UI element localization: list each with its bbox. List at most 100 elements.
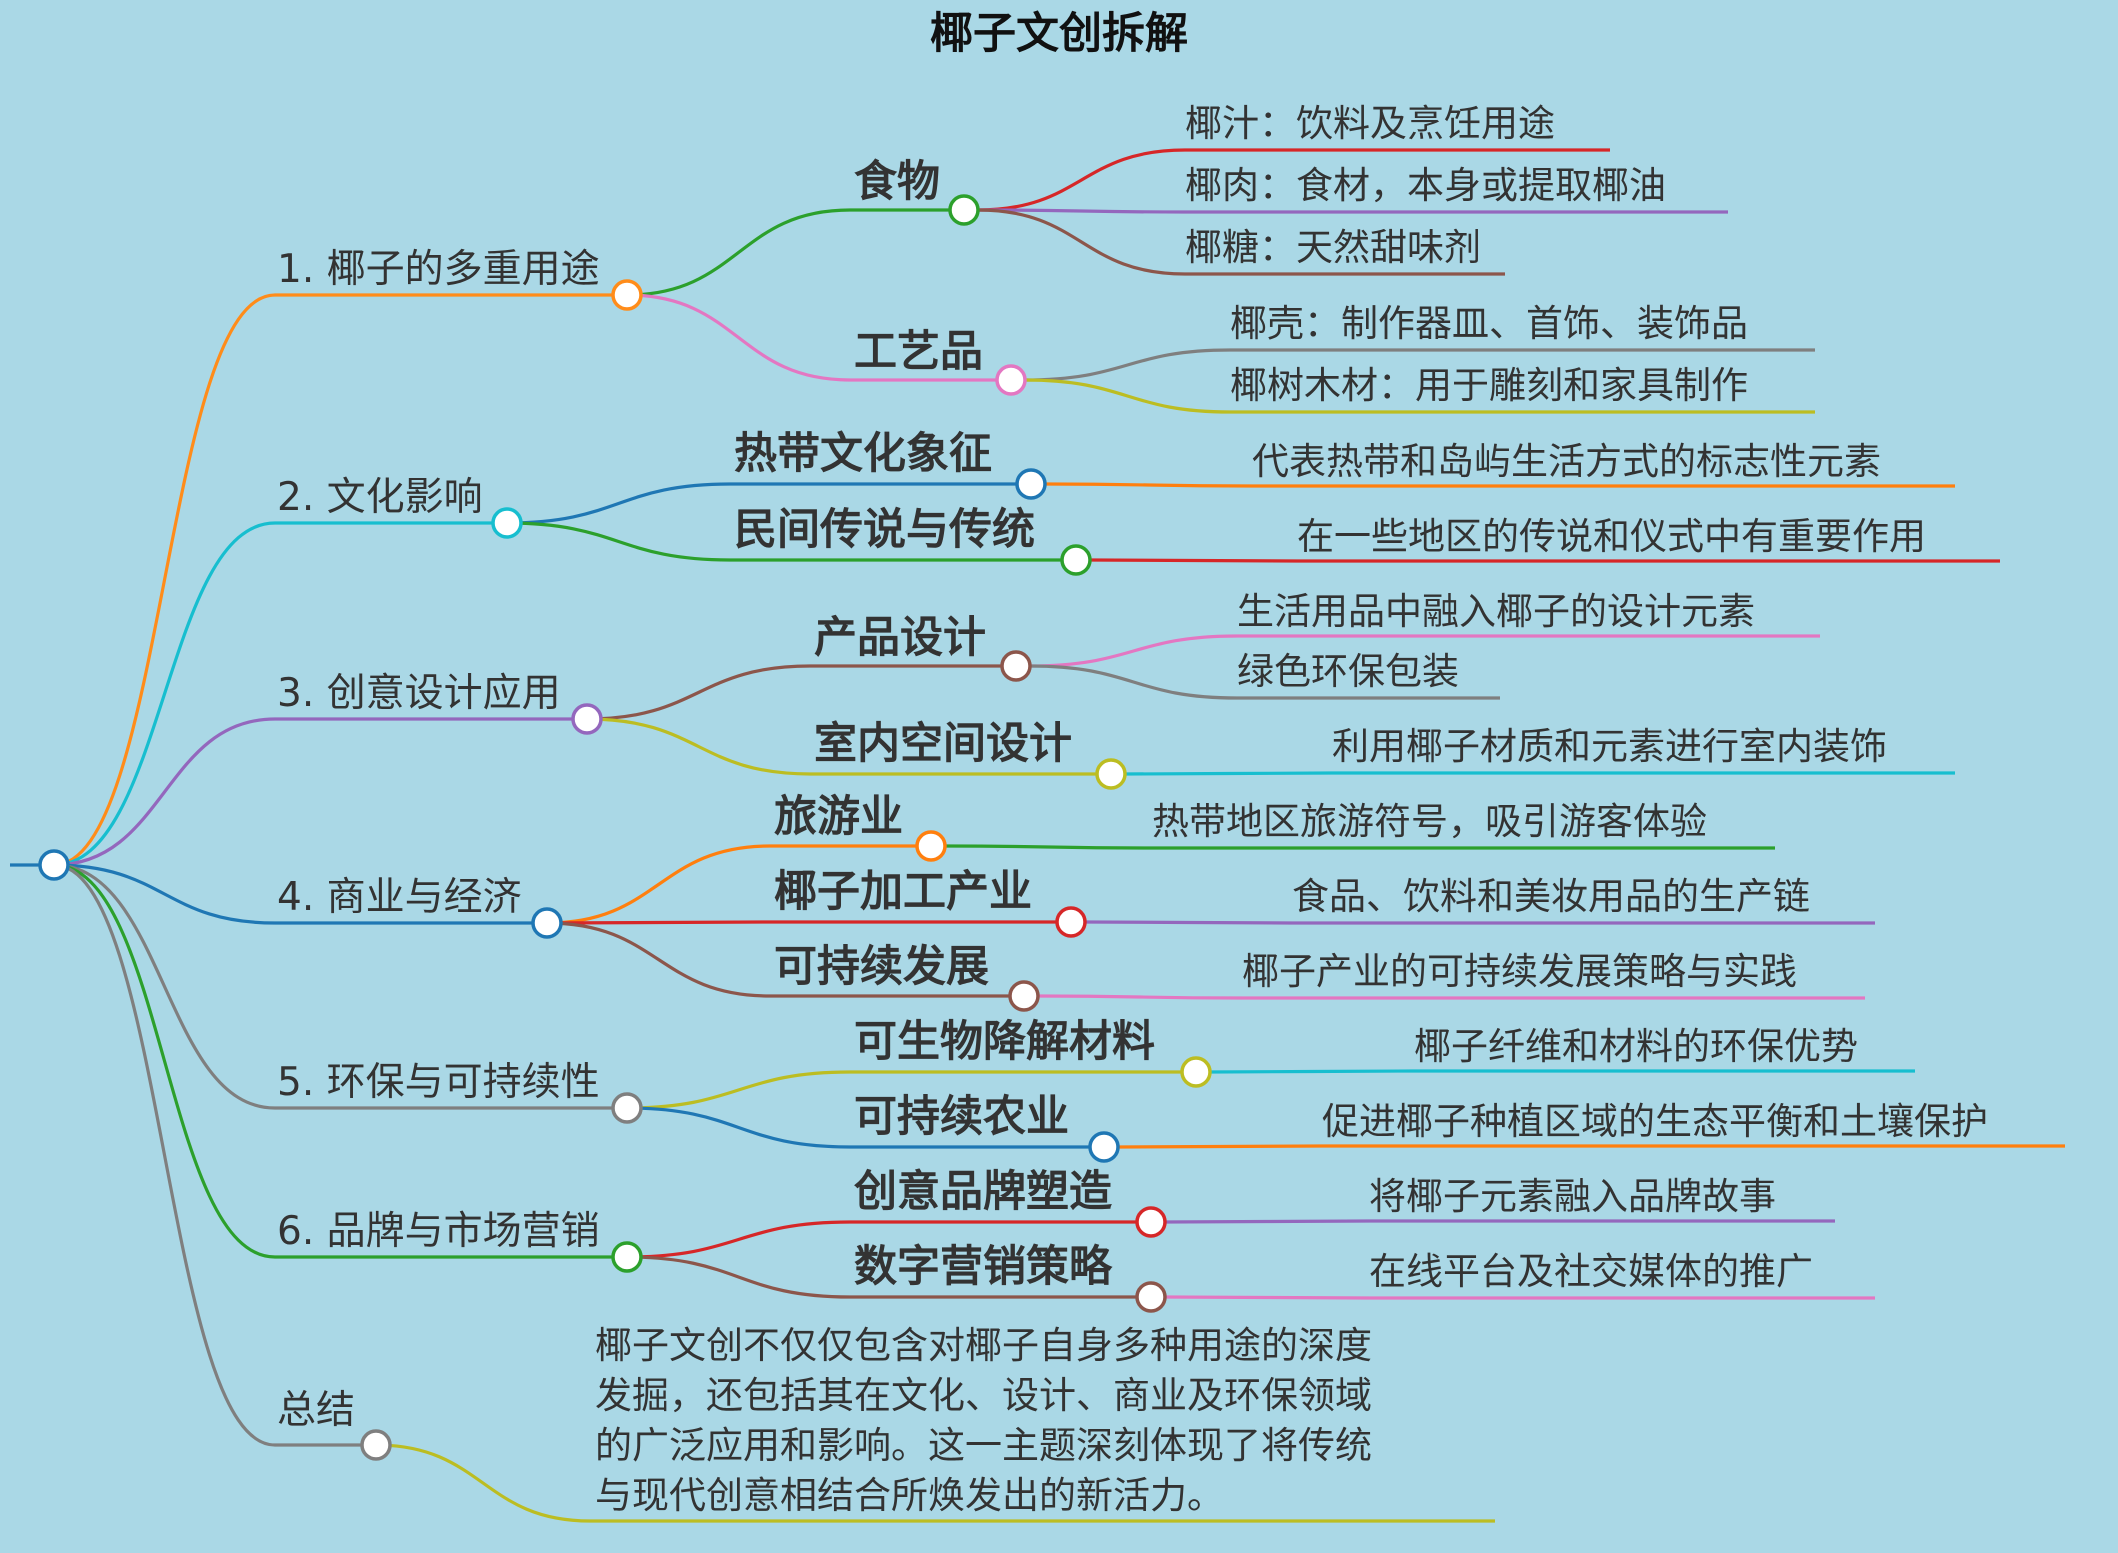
branch-node[interactable] [611,1241,643,1273]
edge-root-to-branch [53,863,276,1259]
edge-topic-to-detail [1037,994,1243,1000]
topic-node[interactable] [1055,906,1087,938]
edge-root-to-branch [53,863,276,1447]
topic-node[interactable] [1088,1131,1120,1163]
topic-node[interactable] [1060,544,1092,576]
branch-label: 总结 [277,1388,355,1433]
edge-topic-to-detail [944,844,1153,850]
edge-topic-to-detail [1024,348,1231,382]
topic-label: 产品设计 [814,613,986,663]
branch-node[interactable] [491,507,523,539]
edge-topic-to-detail [1209,1069,1415,1074]
topic-label: 热带文化象征 [734,429,992,479]
topic-label: 可持续农业 [854,1092,1069,1142]
edge-branch-to-topic [626,208,851,297]
edge-topic-to-detail [977,208,1186,276]
detail-label: 椰子产业的可持续发展策略与实践 [1242,950,1797,993]
edge-topic-to-detail [1024,378,1231,414]
edge-branch-to-topic [626,1106,851,1149]
topic-node[interactable] [1015,468,1047,500]
edge-topic-to-detail [1029,634,1238,668]
topic-node[interactable] [995,364,1027,396]
edge-topic-to-detail [1089,558,1298,563]
branch-node[interactable] [571,703,603,735]
topic-label: 数字营销策略 [854,1242,1113,1292]
branch-label: 2. 文化影响 [277,475,483,520]
topic-node[interactable] [915,830,947,862]
edge-topic-to-detail [1084,920,1293,925]
edge-topic-to-detail [977,148,1186,212]
detail-label: 促进椰子种植区域的生态平衡和土壤保护 [1322,1100,1988,1143]
nodes-layer [38,194,1212,1461]
detail-label: 生活用品中融入椰子的设计元素 [1237,590,1755,633]
edge-root-to-branch [53,521,276,867]
edge-topic-to-detail [977,208,1186,214]
branch-label: 1. 椰子的多重用途 [277,247,600,292]
edge-branch-to-topic [546,921,771,998]
edge-topic-to-detail [1117,1144,1323,1149]
detail-label: 在一些地区的传说和仪式中有重要作用 [1297,515,1926,558]
summary-text-line: 的广泛应用和影响。这一主题深刻体现了将传统 [595,1424,1372,1467]
topic-label: 民间传说与传统 [734,505,1035,555]
edges-layer [10,148,2065,1523]
topic-node[interactable] [1180,1056,1212,1088]
edge-branch-to-summary [375,1443,591,1523]
labels-layer: 1. 椰子的多重用途食物椰汁：饮料及烹饪用途椰肉：食材，本身或提取椰油椰糖：天然… [277,102,1988,1517]
topic-label: 创意品牌塑造 [854,1167,1112,1217]
edge-branch-to-topic [586,717,811,776]
detail-label: 绿色环保包装 [1237,650,1459,693]
edge-root-to-branch [53,717,276,867]
detail-label: 食品、饮料和美妆用品的生产链 [1292,875,1810,918]
edge-branch-to-topic [626,293,851,382]
detail-label: 椰壳：制作器皿、首饰、装饰品 [1230,302,1748,345]
edge-branch-to-topic [546,844,771,925]
topic-label: 可生物降解材料 [854,1017,1155,1067]
topic-node[interactable] [1135,1281,1167,1313]
edge-branch-to-topic [506,521,731,562]
detail-label: 利用椰子材质和元素进行室内装饰 [1332,725,1887,768]
edge-topic-to-detail [1124,771,1333,776]
summary-text-line: 发掘，还包括其在文化、设计、商业及环保领域 [595,1374,1372,1417]
branch-label: 6. 品牌与市场营销 [277,1209,600,1254]
detail-label: 椰子纤维和材料的环保优势 [1414,1025,1858,1068]
topic-label: 可持续发展 [774,942,989,992]
diagram-title: 椰子文创拆解 [930,9,1188,59]
topic-node[interactable] [1008,980,1040,1012]
branch-label: 5. 环保与可持续性 [277,1060,600,1105]
branch-node[interactable] [611,279,643,311]
detail-label: 代表热带和岛屿生活方式的标志性元素 [1252,440,1881,483]
topic-label: 工艺品 [854,327,983,377]
branch-label: 4. 商业与经济 [277,875,522,920]
detail-label: 将椰子元素融入品牌故事 [1369,1175,1776,1218]
topic-node[interactable] [1000,650,1032,682]
root-node[interactable] [38,849,70,881]
edge-root-to-branch [53,863,276,1110]
branch-label: 3. 创意设计应用 [277,671,561,716]
edge-root-to-branch [53,863,276,925]
edge-topic-to-detail [1044,482,1253,488]
topic-label: 椰子加工产业 [774,867,1032,917]
edge-topic-to-detail [1164,1295,1370,1300]
summary-text-line: 椰子文创不仅仅包含对椰子自身多种用途的深度 [595,1324,1372,1367]
detail-label: 椰树木材：用于雕刻和家具制作 [1230,364,1748,407]
edge-branch-to-topic [546,920,771,925]
summary-text-line: 与现代创意相结合所焕发出的新活力。 [595,1474,1224,1517]
branch-node[interactable] [531,907,563,939]
topic-node[interactable] [948,194,980,226]
detail-label: 在线平台及社交媒体的推广 [1369,1250,1813,1293]
edge-branch-to-topic [506,482,731,525]
detail-label: 椰肉：食材，本身或提取椰油 [1185,164,1666,207]
edge-branch-to-topic [626,1220,851,1259]
branch-node[interactable] [360,1429,392,1461]
topic-node[interactable] [1135,1206,1167,1238]
detail-label: 椰汁：饮料及烹饪用途 [1185,102,1555,145]
branch-node[interactable] [611,1092,643,1124]
edge-branch-to-topic [626,1255,851,1299]
edge-root-to-branch [53,293,276,867]
edge-topic-to-detail [1164,1219,1370,1224]
detail-label: 热带地区旅游符号，吸引游客体验 [1152,800,1707,843]
topic-label: 食物 [854,157,940,207]
topic-node[interactable] [1095,758,1127,790]
edge-branch-to-topic [586,664,811,721]
